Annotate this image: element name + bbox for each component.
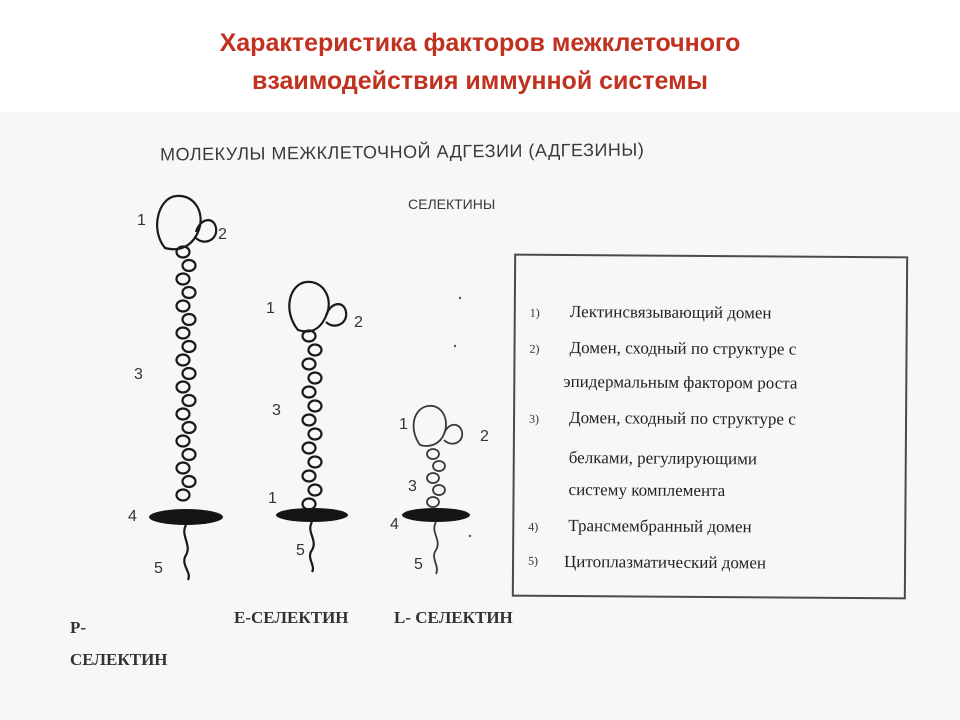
legend-item-3a: Домен, сходный по структуре с [568,408,796,429]
e-label-3: 3 [272,402,281,419]
p-selectin-caption: Р- СЕЛЕКТИН [70,612,168,676]
e-crp-loop [307,399,323,413]
p-label-2: 2 [218,226,227,243]
l-crp-loop [426,448,440,460]
e-crp-loop [301,413,317,427]
l-egf-domain [443,423,464,445]
e-crp-loop [301,441,317,455]
p-caption-line-1: Р- [70,618,87,637]
l-tail [433,521,439,575]
p-crp-loop [175,272,191,286]
legend-item-2b: эпидермальным фактором роста [563,371,798,393]
e-crp-loop [301,469,317,483]
legend-item-5: Цитоплазматический домен [563,551,767,573]
p-tail [183,524,190,581]
e-selectin-caption: Е-СЕЛЕКТИН [234,608,349,627]
title-line-2: взаимодействия иммунной системы [252,67,708,95]
slide-title: Характеристика факторов межклеточного вз… [0,24,960,100]
legend-num-5: 5) [528,553,539,568]
p-crp-loop [181,447,197,462]
legend-num-3: 3) [529,411,540,426]
l-crp-chain [426,448,446,508]
p-crp-loop [175,380,191,394]
e-crp-loop [307,343,323,357]
speck [453,344,457,348]
l-membrane [402,508,470,522]
e-crp-chain [301,329,323,511]
legend-item-4: Трансмембранный домен [568,516,752,537]
p-label-1: 1 [137,212,146,229]
p-crp-loop [175,326,191,340]
e-crp-loop [301,385,317,399]
l-selectin-molecule [402,405,470,575]
legend-num-4: 4) [528,519,539,534]
p-crp-chain [175,245,197,502]
legend-item-1: Лектинсвязывающий домен [569,302,772,323]
l-selectin-caption: L- СЕЛЕКТИН [394,608,513,627]
p-crp-loop [175,461,191,475]
p-crp-loop [175,245,191,259]
legend-item-2a: Домен, сходный по структуре с [569,338,797,359]
e-tail [308,521,315,573]
p-crp-loop [181,474,197,489]
p-crp-loop [181,339,197,354]
p-crp-loop [181,420,197,435]
e-crp-loop [301,497,317,511]
p-crp-loop [181,285,197,300]
l-label-1: 1 [399,416,408,433]
e-crp-loop [307,371,323,385]
p-label-4: 4 [128,508,137,525]
selectins-label: СЕЛЕКТИНЫ [408,196,496,212]
p-crp-loop [175,299,191,313]
e-membrane [276,508,348,522]
e-crp-loop [307,427,323,441]
p-label-5: 5 [154,560,163,577]
l-lectin-domain [412,405,447,447]
e-label-1: 1 [266,300,275,317]
p-crp-loop [175,353,191,367]
p-label-3: 3 [134,366,143,383]
legend-item-3c: систему комплемента [568,480,726,501]
p-membrane [149,509,223,525]
p-selectin-molecule [149,194,223,581]
p-lectin-domain [156,194,202,251]
p-crp-loop [181,393,197,408]
p-caption-line-2: СЕЛЕКТИН [70,650,168,669]
e-crp-loop [307,483,323,497]
e-lectin-domain [288,280,330,333]
p-crp-loop [175,434,191,448]
e-label-2: 2 [354,314,363,331]
l-label-4: 4 [390,516,399,533]
l-label-5: 5 [414,556,423,573]
e-label-4: 1 [268,490,277,507]
p-crp-loop [175,488,191,502]
scanned-figure-background [0,112,960,720]
legend-num-1: 1) [529,305,540,320]
l-crp-loop [432,460,446,472]
legend-box: 1) Лектинсвязывающий домен 2) Домен, схо… [511,253,909,600]
l-label-2: 2 [480,428,489,445]
e-selectin-molecule [276,280,348,573]
l-crp-loop [426,496,440,508]
l-label-3: 3 [408,478,417,495]
p-crp-loop [181,258,197,273]
p-crp-loop [175,407,191,421]
e-egf-domain [324,303,348,327]
e-crp-loop [307,455,323,469]
legend-num-2: 2) [529,341,540,356]
l-crp-loop [432,484,446,496]
e-crp-loop [301,357,317,371]
l-crp-loop [426,472,440,484]
e-label-5: 5 [296,542,305,559]
e-crp-loop [301,329,317,343]
legend-item-3b: белками, регулирующими [568,448,758,469]
speck [458,296,462,300]
speck [468,534,472,538]
p-egf-domain [194,219,218,243]
p-crp-loop [181,366,197,381]
title-line-1: Характеристика факторов межклеточного [219,29,741,57]
p-crp-loop [181,312,197,327]
